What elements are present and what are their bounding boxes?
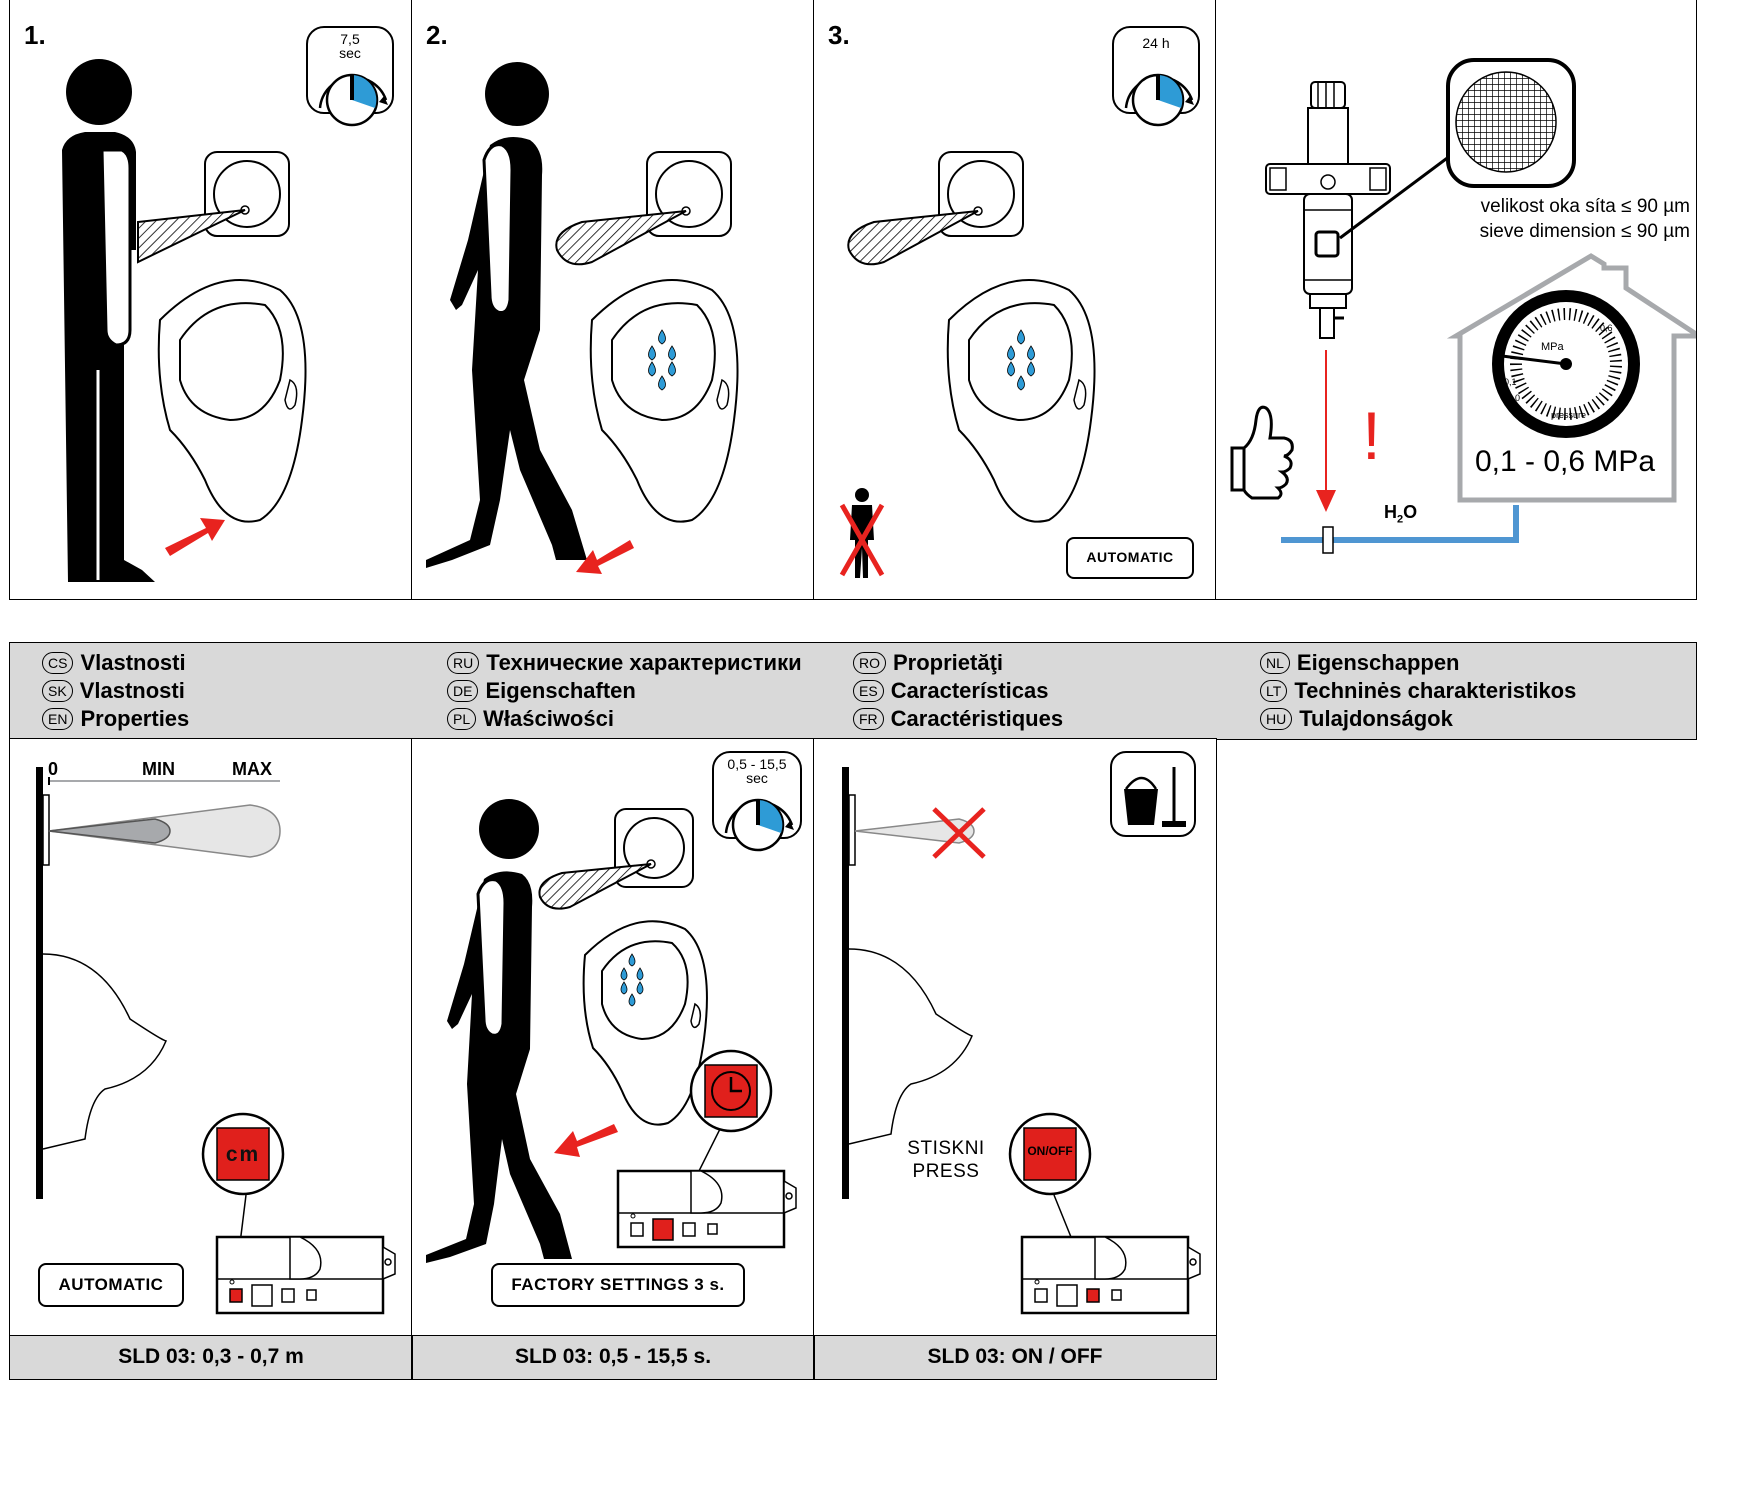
automatic-label: AUTOMATIC — [38, 1263, 184, 1307]
range-max: MAX — [232, 759, 272, 779]
stopwatch-icon — [318, 73, 388, 127]
footer-divider — [411, 1335, 413, 1380]
range-setting-panel: 0 MIN MAX cm AUTOMATIC — [9, 738, 413, 1337]
gauge-tick: 0,1 — [1504, 377, 1517, 387]
water-drops-icon — [1007, 329, 1035, 391]
gauge-tick: 0,6 — [1600, 323, 1613, 333]
footer-time: SLD 03: 0,5 - 15,5 s. — [514, 1345, 712, 1368]
footer-divider — [813, 1335, 815, 1380]
installation-panel: velikost oka síta ≤ 90 µm sieve dimensio… — [1215, 0, 1697, 600]
range-zero: 0 — [48, 759, 59, 779]
stopwatch-icon — [1124, 73, 1194, 127]
no-person-icon — [839, 488, 885, 578]
step-number: 3. — [828, 20, 850, 50]
gauge-unit: MPa — [1541, 341, 1564, 353]
automatic-flush-illustration — [839, 151, 1096, 578]
water-label: H2O — [1384, 502, 1418, 526]
warning-mark: ! — [1362, 398, 1381, 474]
user-at-urinal-illustration — [62, 59, 307, 582]
step-3-panel: 3. 24 h AUTOMATIC — [813, 0, 1217, 600]
step-number: 1. — [24, 20, 46, 50]
control-unit-icon — [616, 1169, 797, 1249]
control-unit-icon — [215, 1235, 396, 1315]
control-unit-icon — [1020, 1235, 1201, 1315]
gauge-tick: 0 — [1515, 393, 1521, 403]
on-off-button[interactable]: ON/OFF — [1027, 1144, 1073, 1158]
water-drops-icon — [648, 329, 676, 391]
detection-range-illustration — [36, 767, 396, 1315]
factory-reset-illustration — [426, 799, 797, 1263]
user-leaving-illustration — [426, 62, 739, 574]
footer-on-off: SLD 03: ON / OFF — [927, 1345, 1103, 1368]
on-off-panel: STISKNI PRESS ON/OFF — [813, 738, 1217, 1337]
timer-value: 24 h — [1142, 35, 1170, 51]
bucket-mop-icon — [1124, 767, 1186, 827]
range-min: MIN — [142, 759, 175, 779]
filter-and-pressure-illustration — [1230, 58, 1696, 554]
pressure-range: 0,1 - 0,6 MPa — [1474, 445, 1656, 478]
step-2-panel: 2. — [411, 0, 815, 600]
thumbs-up-icon — [1230, 405, 1294, 500]
step-number: 2. — [426, 20, 448, 50]
clock-icon — [711, 1071, 751, 1111]
footer-bar — [9, 1335, 1217, 1380]
sieve-mesh-icon — [1455, 71, 1557, 173]
factory-settings-label: FACTORY SETTINGS 3 s. — [491, 1263, 745, 1307]
cm-button[interactable]: cm — [225, 1143, 261, 1166]
footer-range: SLD 03: 0,3 - 0,7 m — [118, 1345, 304, 1368]
sensor-off-illustration — [842, 767, 1201, 1315]
sieve-dimension-text: velikost oka síta ≤ 90 µm sieve dimensio… — [1479, 196, 1690, 242]
pressure-gauge-icon — [1492, 290, 1640, 438]
timer-box: 24 h — [1112, 26, 1200, 127]
cleaning-mode-box — [1110, 751, 1196, 837]
water-drops-icon — [620, 953, 644, 1007]
automatic-label: AUTOMATIC — [1066, 537, 1194, 579]
stopwatch-icon — [724, 798, 794, 852]
gauge-label: pressure — [1551, 410, 1587, 420]
press-instruction: STISKNI PRESS — [907, 1138, 985, 1182]
water-filter-icon — [1265, 81, 1391, 339]
